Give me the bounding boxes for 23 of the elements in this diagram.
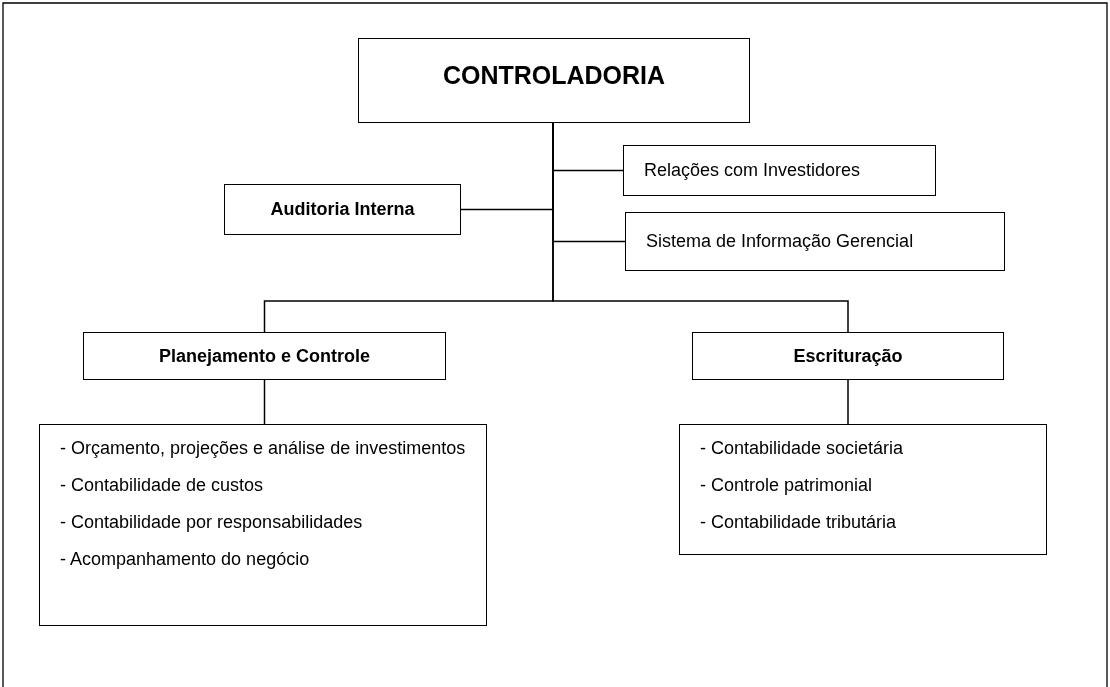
connector-line bbox=[847, 379, 849, 425]
org-box bbox=[358, 38, 750, 123]
list-item: - Contabilidade tributária bbox=[700, 511, 898, 534]
org-box bbox=[224, 184, 461, 235]
connector-line bbox=[263, 379, 266, 425]
list-item: - Controle patrimonial bbox=[700, 474, 874, 497]
list-item: - Contabilidade por responsabilidades bbox=[60, 511, 364, 534]
box-label: Escrituração bbox=[792, 345, 904, 367]
org-box bbox=[625, 212, 1005, 271]
box-label: Auditoria Interna bbox=[269, 199, 416, 220]
list-box bbox=[679, 424, 1047, 555]
box-label: Relações com Investidores bbox=[643, 160, 862, 181]
org-box bbox=[83, 332, 446, 380]
list-item: - Contabilidade societária bbox=[700, 437, 905, 460]
list-item: - Contabilidade de custos bbox=[60, 474, 265, 497]
box-label: CONTROLADORIA bbox=[441, 61, 667, 90]
box-label: Planejamento e Controle bbox=[157, 345, 371, 367]
org-box bbox=[623, 145, 936, 196]
list-item: - Acompanhamento do negócio bbox=[60, 548, 311, 571]
box-label: Sistema de Informação Gerencial bbox=[645, 231, 915, 252]
list-item: - Orçamento, projeções e análise de investimentos bbox=[60, 437, 466, 460]
org-box bbox=[692, 332, 1004, 380]
list-box bbox=[39, 424, 487, 626]
